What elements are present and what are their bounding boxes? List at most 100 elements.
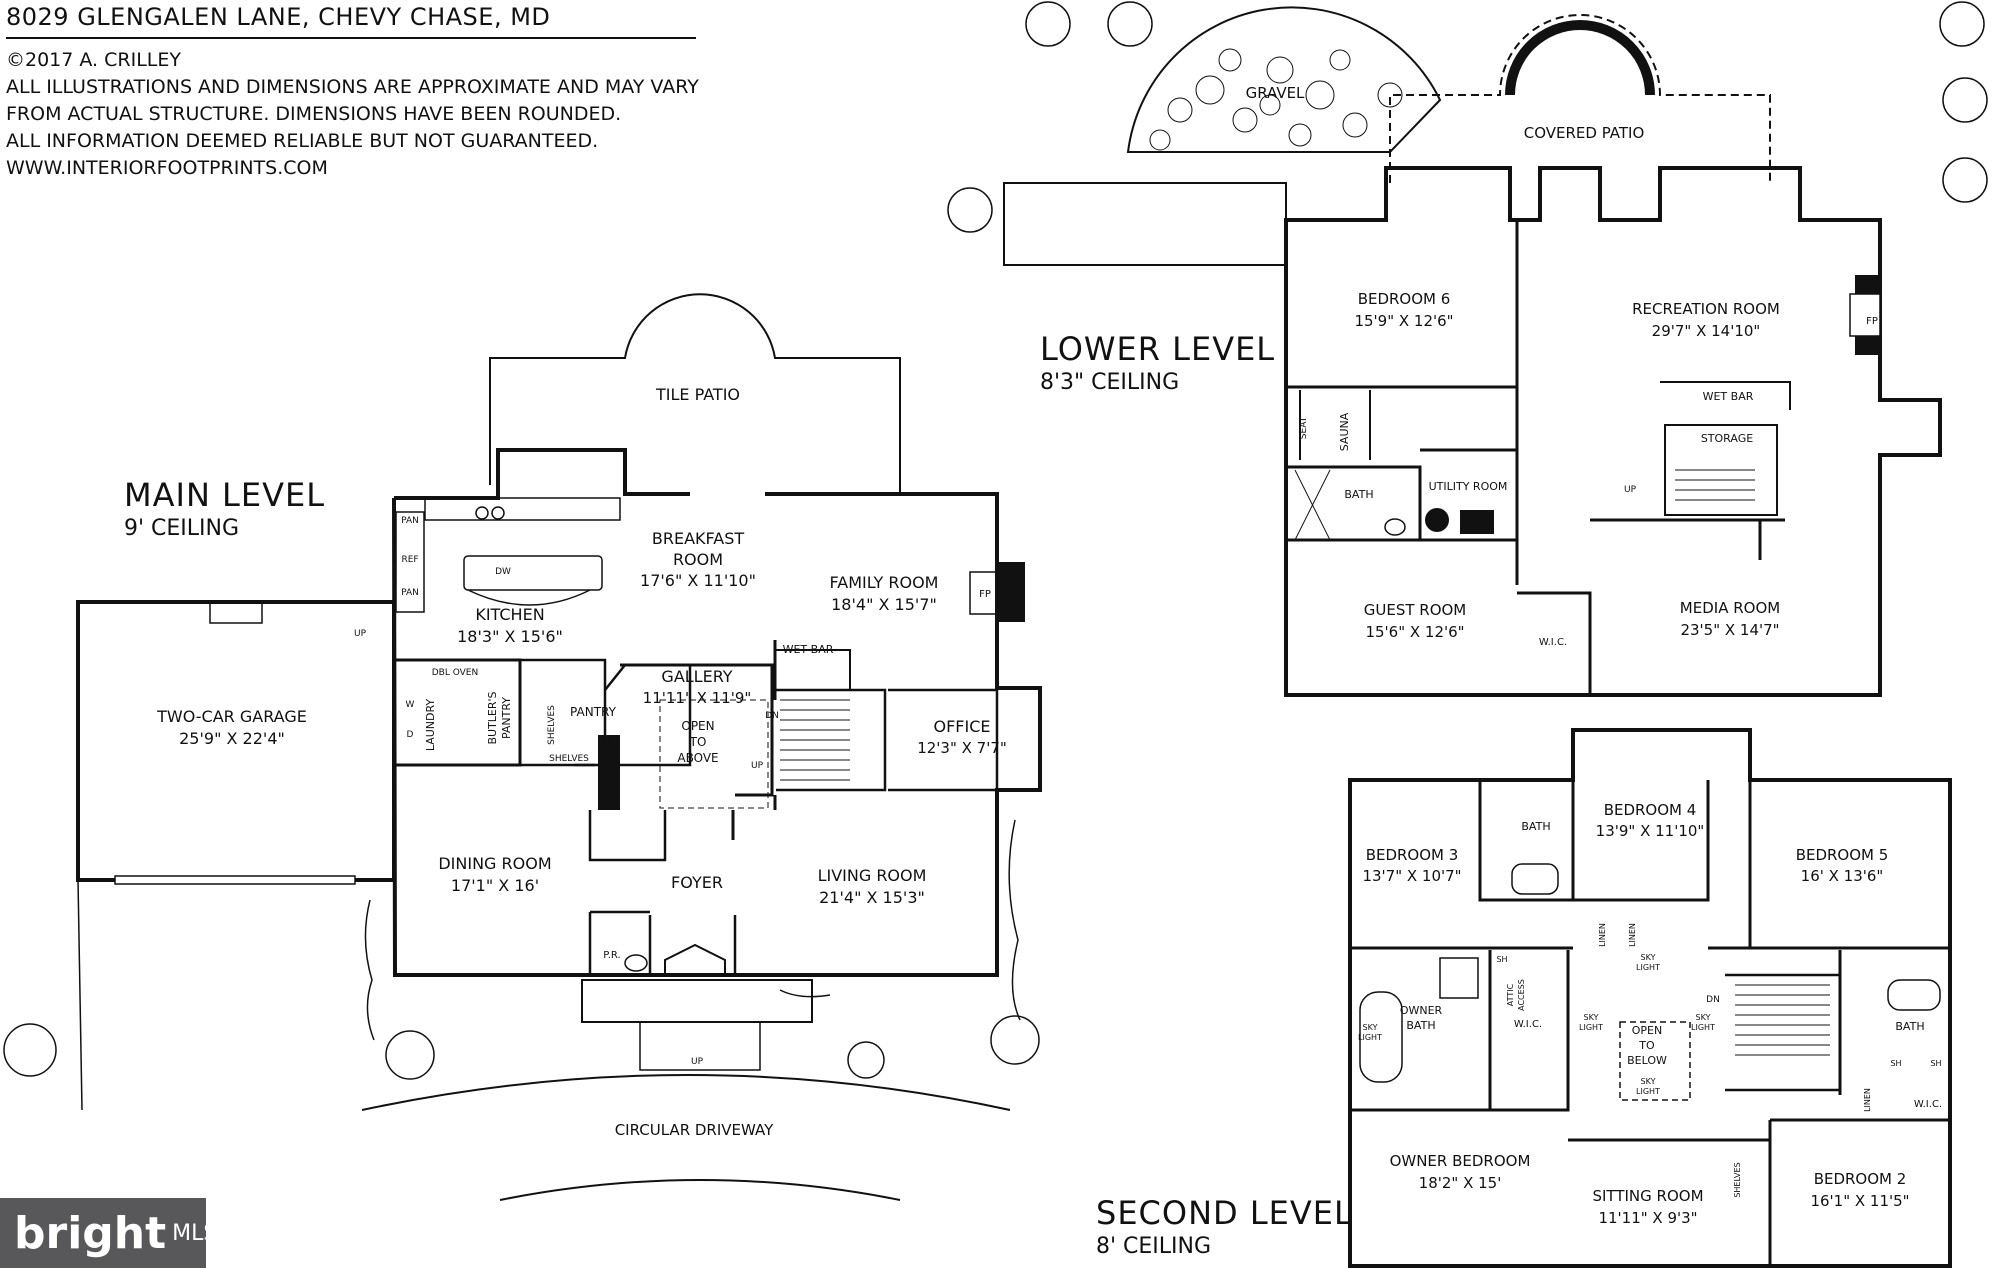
main-level-label: MAIN LEVEL 9' CEILING xyxy=(124,476,325,541)
powder-room-label: P.R. xyxy=(603,950,620,961)
owner-bath-walls xyxy=(1350,950,1570,1112)
skylight-label: LIGHT xyxy=(1636,963,1660,972)
tree-icons xyxy=(3,1015,1040,1080)
watermark-brand: bright xyxy=(14,1207,167,1259)
media-walls xyxy=(1517,518,1785,695)
bedroom6-dims: 15'9" X 12'6" xyxy=(1354,312,1453,330)
skylight-label: SKY xyxy=(1584,1013,1599,1022)
attic-access-label: ATTIC xyxy=(1506,983,1515,1006)
utility-walls xyxy=(1420,448,1517,542)
skylight-label: SKY xyxy=(1641,953,1656,962)
owner-bath-label: OWNER xyxy=(1400,1004,1443,1017)
skylight-label: LIGHT xyxy=(1691,1023,1715,1032)
fridge-pantry xyxy=(395,511,425,613)
bedroom6-walls xyxy=(1286,220,1519,585)
pantry-label: PANTRY xyxy=(570,705,617,719)
storage-label: STORAGE xyxy=(1701,432,1753,445)
bedroom4-name: BEDROOM 4 xyxy=(1604,801,1697,819)
media-room-dims: 23'5" X 14'7" xyxy=(1680,621,1779,639)
skylight-label: SKY xyxy=(1696,1013,1711,1022)
seat-label: SEAT xyxy=(1299,416,1309,439)
open-to-above-void xyxy=(659,699,769,809)
bedroom5-walls xyxy=(1708,780,1950,950)
owner-bedroom-dims: 18'2" X 15' xyxy=(1419,1174,1502,1192)
driveway-inner xyxy=(499,1179,901,1201)
hearth xyxy=(969,571,999,615)
shower-marker xyxy=(1294,469,1331,541)
covered-patio-label: COVERED PATIO xyxy=(1524,124,1645,142)
open-to-below-void xyxy=(1619,1021,1691,1101)
garage-dims: 25'9" X 22'4" xyxy=(179,729,285,748)
garage-door xyxy=(114,875,356,885)
cooktop-burner xyxy=(475,506,489,520)
level-ceiling: 8' CEILING xyxy=(1096,1234,1212,1259)
living-room-dims: 21'4" X 15'3" xyxy=(819,888,925,907)
watermark-suffix: MLS xyxy=(172,1220,218,1246)
second-level-labels: BEDROOM 3 13'7" X 10'7" BEDROOM 4 13'9" … xyxy=(1358,801,1942,1227)
linen-label: LINEN xyxy=(1628,923,1637,947)
patio-arch-columns xyxy=(1505,20,1655,96)
utility-room-label: UTILITY ROOM xyxy=(1429,480,1508,493)
main-stairs xyxy=(780,699,850,781)
open-to-above-text: TO xyxy=(689,735,707,749)
website-link[interactable]: WWW.INTERIORFOOTPRINTS.COM xyxy=(6,157,328,179)
disclaimer-line: FROM ACTUAL STRUCTURE. DIMENSIONS HAVE B… xyxy=(6,103,622,125)
closet-walls xyxy=(588,810,667,862)
fp-label: FP xyxy=(1866,316,1878,327)
fp-label: FP xyxy=(979,589,991,600)
bath-label: BATH xyxy=(1344,488,1373,501)
recreation-room-dims: 29'7" X 14'10" xyxy=(1652,322,1761,340)
up-label: UP xyxy=(354,629,367,639)
wet-bar-label: WET BAR xyxy=(1703,390,1754,403)
bedroom4-dims: 13'9" X 11'10" xyxy=(1596,822,1705,840)
bath-walls xyxy=(1286,465,1422,542)
butlers-pantry-label: PANTRY xyxy=(500,697,513,739)
butlers-label: BUTLER'S xyxy=(486,691,499,744)
owner-bath-label: BATH xyxy=(1406,1019,1435,1032)
gallery-side-walls xyxy=(731,640,777,840)
sitting-room-walls xyxy=(1568,1120,1772,1266)
bedroom5-name: BEDROOM 5 xyxy=(1796,846,1889,864)
disclaimer-line: ALL INFORMATION DEEMED RELIABLE BUT NOT … xyxy=(6,130,599,152)
main-level-labels: TILE PATIO BREAKFAST ROOM 17'6" X 11'10"… xyxy=(156,385,1007,1139)
toilet xyxy=(624,954,648,972)
shrub-border xyxy=(364,819,1021,1041)
skylight-label: LIGHT xyxy=(1579,1023,1603,1032)
kitchen-name: KITCHEN xyxy=(475,605,544,624)
open-to-below-text: OPEN xyxy=(1632,1024,1662,1037)
bedroom3-walls xyxy=(1350,780,1575,950)
dining-room-dims: 17'1" X 16' xyxy=(451,876,539,895)
bath-label: BATH xyxy=(1895,1020,1924,1033)
kitchen-island xyxy=(463,555,603,591)
lower-stairs xyxy=(1675,469,1755,501)
dryer-label: D xyxy=(407,730,414,740)
up-label: UP xyxy=(691,1057,704,1067)
tree-icons xyxy=(947,1,1988,233)
recreation-room-name: RECREATION ROOM xyxy=(1632,300,1780,318)
skylight-label: LIGHT xyxy=(1358,1033,1382,1042)
dn-label: DN xyxy=(765,711,779,721)
sh-label: SH xyxy=(1930,1059,1941,1068)
sh-label: SH xyxy=(1496,955,1507,964)
bedroom2-name: BEDROOM 2 xyxy=(1814,1170,1907,1188)
garage-name: TWO-CAR GARAGE xyxy=(156,707,307,726)
shelves-label: SHELVES xyxy=(547,705,557,745)
office-name: OFFICE xyxy=(934,717,991,736)
disclaimer-block: 8029 GLENGALEN LANE, CHEVY CHASE, MD ©20… xyxy=(6,4,706,182)
toilet xyxy=(1384,518,1406,536)
garage-vent xyxy=(209,602,263,624)
level-name: MAIN LEVEL xyxy=(124,476,326,514)
level-ceiling: 9' CEILING xyxy=(124,516,240,541)
open-to-below-text: BELOW xyxy=(1627,1054,1667,1067)
skylight-label: SKY xyxy=(1363,1023,1378,1032)
level-name: LOWER LEVEL xyxy=(1040,330,1276,368)
front-door xyxy=(664,943,726,975)
skylight-label: SKY xyxy=(1641,1077,1656,1086)
office-walls xyxy=(888,688,999,792)
breakfast-room-name: BREAKFAST xyxy=(652,529,744,548)
wic-label: W.I.C. xyxy=(1539,637,1567,648)
stair-walls xyxy=(775,688,887,792)
shelves-label: SHELVES xyxy=(1733,1162,1742,1197)
stair-block xyxy=(598,735,620,810)
up-label: UP xyxy=(751,761,764,771)
